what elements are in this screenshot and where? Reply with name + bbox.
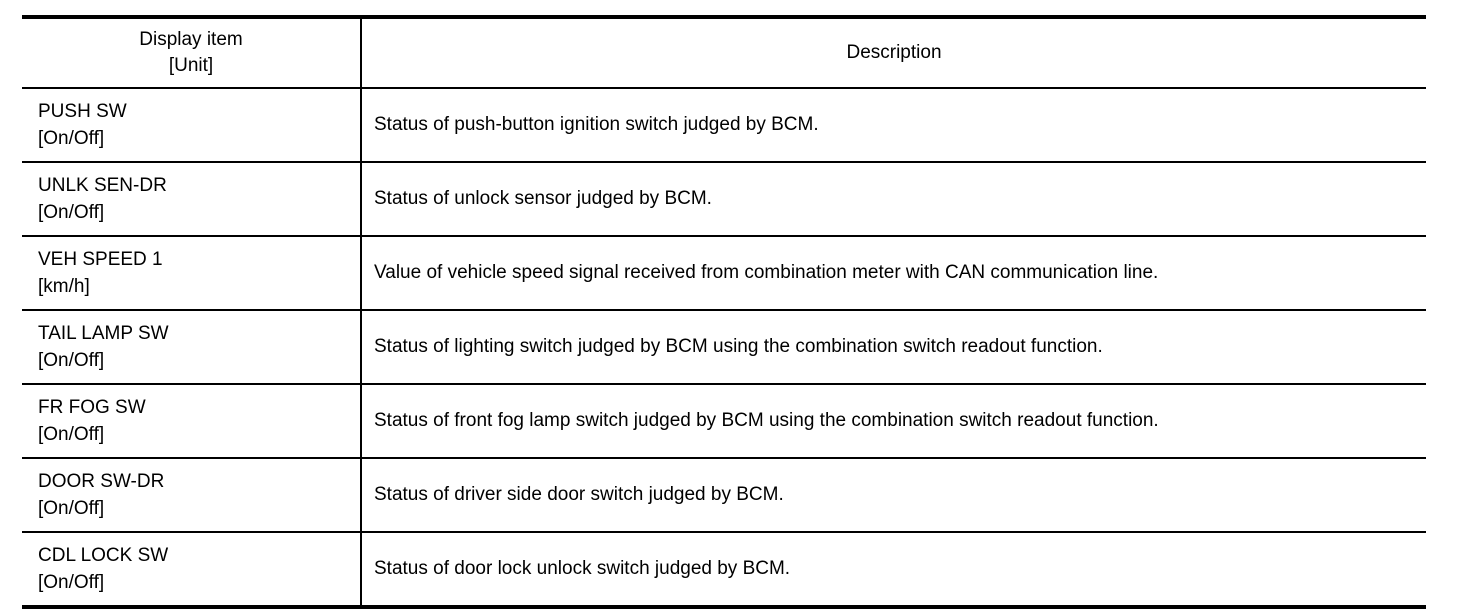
cell-description: Status of door lock unlock switch judged… bbox=[361, 532, 1426, 607]
cell-description: Status of front fog lamp switch judged b… bbox=[361, 384, 1426, 459]
display-item-name: VEH SPEED 1 bbox=[38, 249, 163, 270]
cell-description: Status of driver side door switch judged… bbox=[361, 458, 1426, 533]
cell-display-item: FR FOG SW [On/Off] bbox=[22, 384, 362, 459]
description-text: Status of door lock unlock switch judged… bbox=[374, 558, 791, 579]
display-item-name: FR FOG SW bbox=[38, 397, 146, 418]
cell-display-item: CDL LOCK SW [On/Off] bbox=[22, 532, 362, 607]
display-item-unit: [On/Off] bbox=[38, 128, 105, 149]
display-item-name: PUSH SW bbox=[38, 101, 127, 122]
display-item-name: DOOR SW-DR bbox=[38, 471, 165, 492]
display-item-name: TAIL LAMP SW bbox=[38, 323, 169, 344]
cell-display-item: VEH SPEED 1 [km/h] bbox=[22, 236, 362, 311]
display-item-unit: [On/Off] bbox=[38, 572, 105, 593]
display-item-name: UNLK SEN-DR bbox=[38, 175, 167, 196]
description-text: Status of lighting switch judged by BCM … bbox=[374, 336, 1103, 357]
description-text: Status of unlock sensor judged by BCM. bbox=[374, 188, 712, 209]
table-row: FR FOG SW [On/Off] Status of front fog l… bbox=[22, 384, 1426, 459]
display-item-unit: [km/h] bbox=[38, 276, 90, 297]
cell-display-item: TAIL LAMP SW [On/Off] bbox=[22, 310, 362, 385]
cell-description: Status of lighting switch judged by BCM … bbox=[361, 310, 1426, 385]
display-item-unit: [On/Off] bbox=[38, 498, 105, 519]
cell-description: Status of push-button ignition switch ju… bbox=[361, 88, 1426, 163]
table-row: PUSH SW [On/Off] Status of push-button i… bbox=[22, 88, 1426, 163]
display-item-unit: [On/Off] bbox=[38, 202, 105, 223]
cell-description: Value of vehicle speed signal received f… bbox=[361, 236, 1426, 311]
column-header-display-item-label: Display item bbox=[139, 29, 243, 50]
display-item-name: CDL LOCK SW bbox=[38, 545, 169, 566]
column-header-description: Description bbox=[361, 17, 1426, 89]
cell-description: Status of unlock sensor judged by BCM. bbox=[361, 162, 1426, 237]
table-row: TAIL LAMP SW [On/Off] Status of lighting… bbox=[22, 310, 1426, 385]
description-text: Value of vehicle speed signal received f… bbox=[374, 262, 1159, 283]
table-row: CDL LOCK SW [On/Off] Status of door lock… bbox=[22, 532, 1426, 607]
table-body: PUSH SW [On/Off] Status of push-button i… bbox=[22, 88, 1426, 607]
column-header-display-item-unit: [Unit] bbox=[168, 55, 214, 76]
cell-display-item: UNLK SEN-DR [On/Off] bbox=[22, 162, 362, 237]
table-row: UNLK SEN-DR [On/Off] Status of unlock se… bbox=[22, 162, 1426, 237]
table-header: Display item [Unit] Description bbox=[22, 17, 1426, 89]
description-text: Status of front fog lamp switch judged b… bbox=[374, 410, 1159, 431]
column-header-display-item: Display item [Unit] bbox=[22, 17, 362, 89]
cell-display-item: DOOR SW-DR [On/Off] bbox=[22, 458, 362, 533]
table-row: VEH SPEED 1 [km/h] Value of vehicle spee… bbox=[22, 236, 1426, 311]
table-header-row: Display item [Unit] Description bbox=[22, 17, 1426, 89]
description-text: Status of driver side door switch judged… bbox=[374, 484, 784, 505]
description-text: Status of push-button ignition switch ju… bbox=[374, 114, 819, 135]
display-item-unit: [On/Off] bbox=[38, 350, 105, 371]
cell-display-item: PUSH SW [On/Off] bbox=[22, 88, 362, 163]
display-item-unit: [On/Off] bbox=[38, 424, 105, 445]
display-item-description-table: Display item [Unit] Description PUSH SW … bbox=[22, 15, 1426, 609]
table-row: DOOR SW-DR [On/Off] Status of driver sid… bbox=[22, 458, 1426, 533]
